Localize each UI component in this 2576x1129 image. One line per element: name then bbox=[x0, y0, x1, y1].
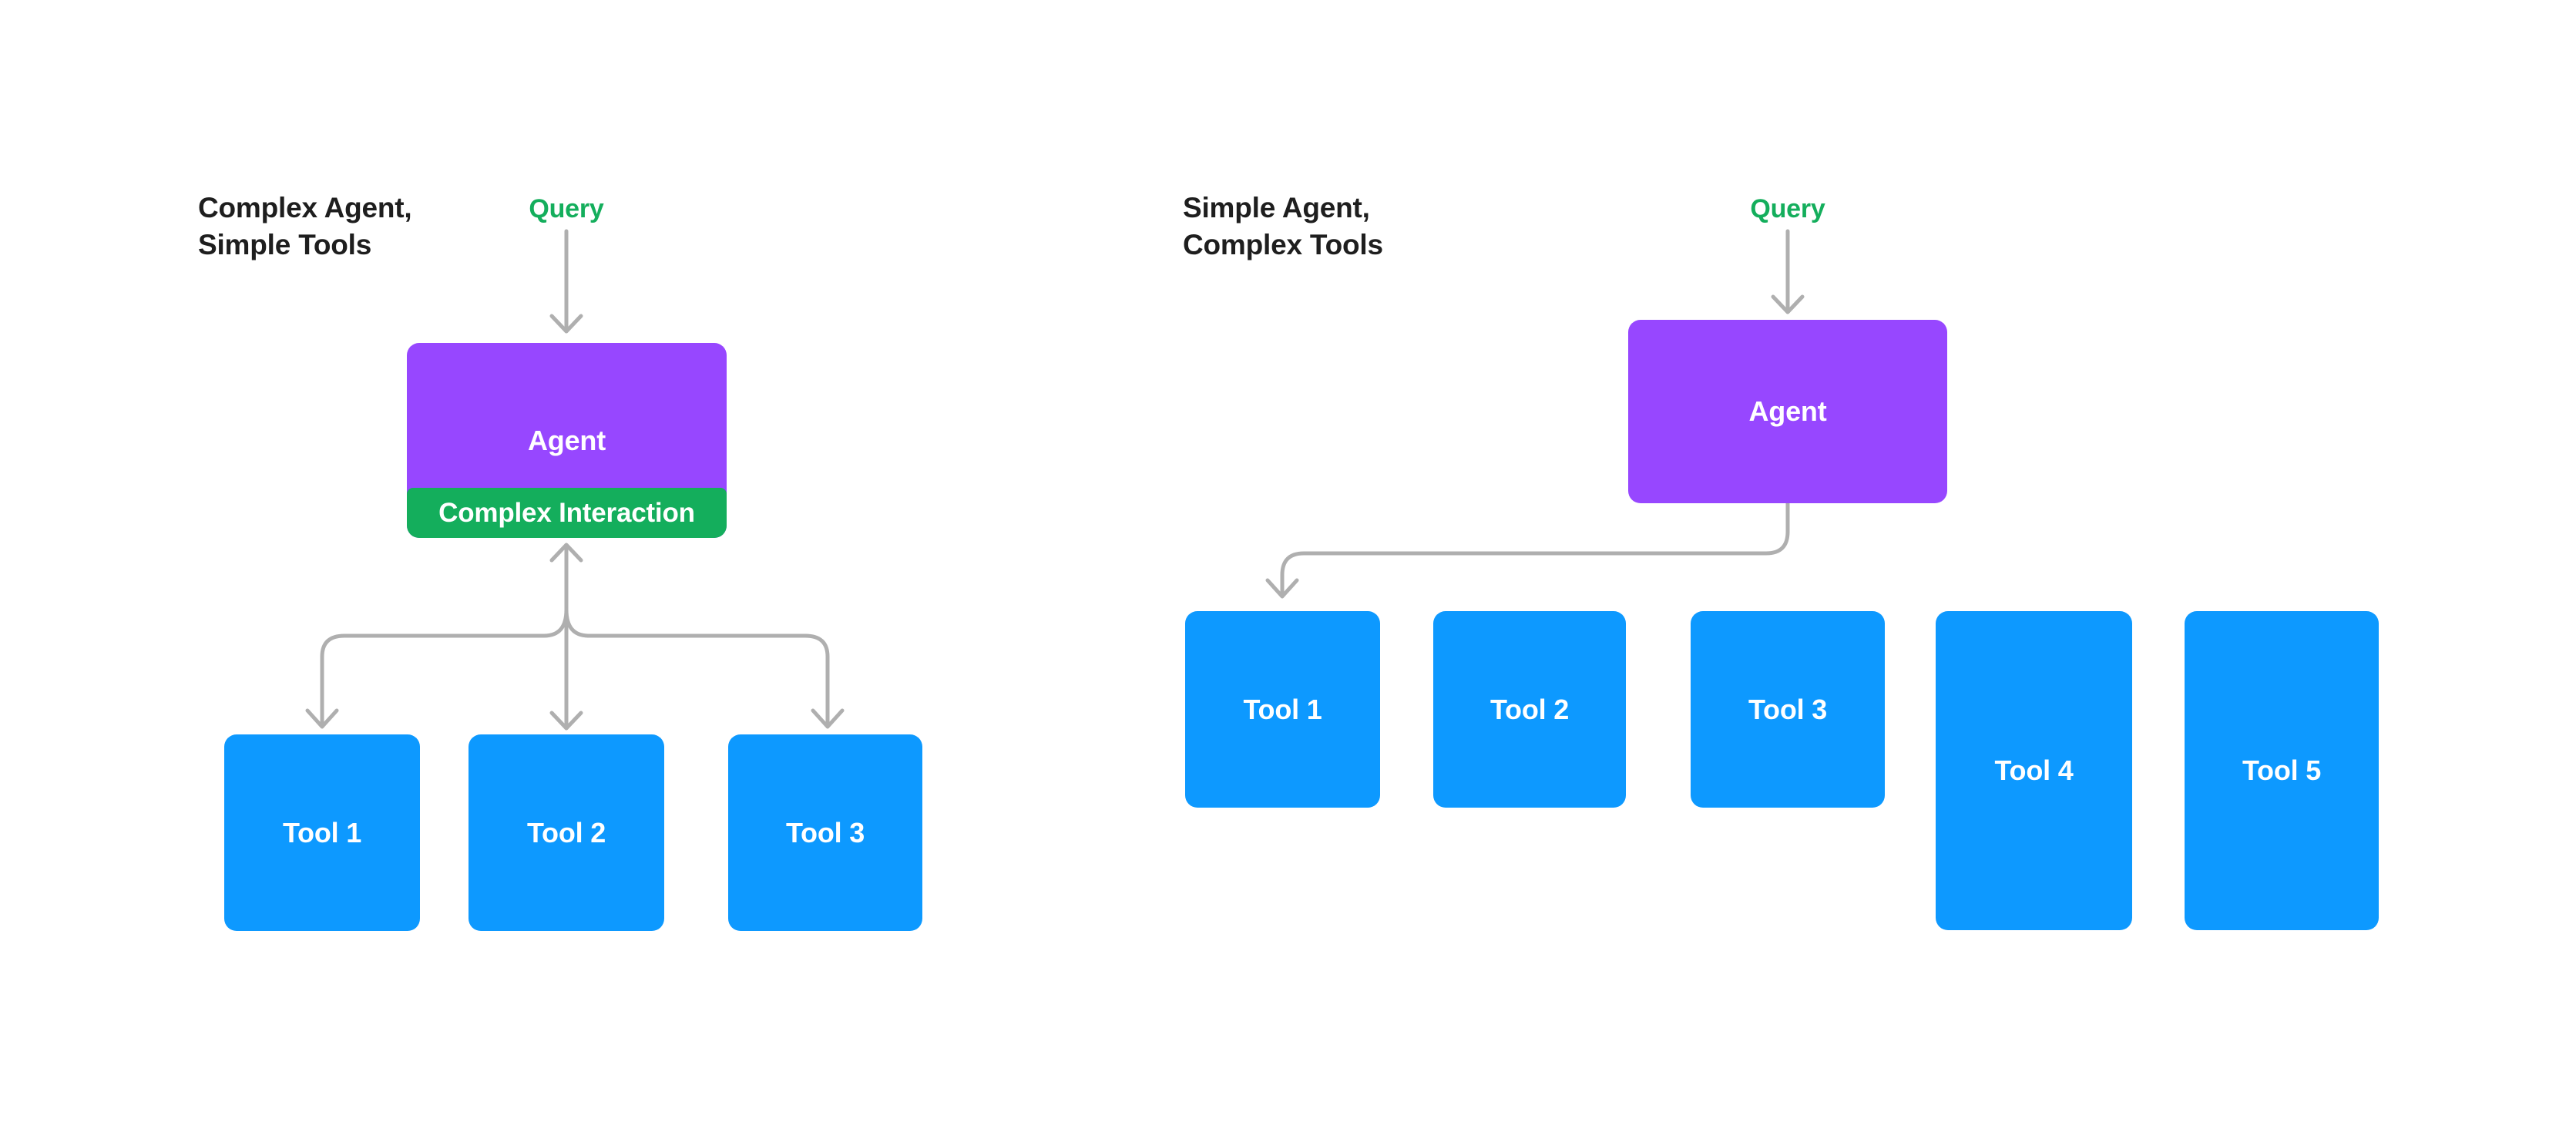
right-agent-card: Agent bbox=[1628, 320, 1947, 503]
right-panel-title: Simple Agent, Complex Tools bbox=[1183, 190, 1383, 264]
right-query-label: Query bbox=[1750, 194, 1825, 223]
complex-interaction-bar: Complex Interaction bbox=[407, 488, 727, 538]
right-tool-card-3: Tool 3 bbox=[1691, 611, 1885, 808]
left-agent-card: Agent Complex Interaction bbox=[407, 343, 727, 538]
left-tool-card-2: Tool 2 bbox=[469, 734, 664, 931]
tool-label: Tool 3 bbox=[1748, 693, 1828, 725]
left-panel-title-line1: Complex Agent, bbox=[198, 192, 412, 223]
left-branch-to-tool3-arrow bbox=[564, 607, 845, 729]
left-tool-card-1: Tool 1 bbox=[224, 734, 420, 931]
agent-label: Agent bbox=[528, 424, 606, 456]
left-tool-card-3: Tool 3 bbox=[728, 734, 922, 931]
right-panel-title-line2: Complex Tools bbox=[1183, 229, 1383, 260]
complex-interaction-label: Complex Interaction bbox=[438, 497, 695, 528]
tool-label: Tool 2 bbox=[526, 816, 606, 848]
right-query-to-agent-arrow bbox=[1771, 229, 1805, 314]
right-tool-card-5: Tool 5 bbox=[2185, 611, 2379, 930]
agent-label: Agent bbox=[1748, 395, 1827, 427]
right-tool-card-2: Tool 2 bbox=[1433, 611, 1626, 808]
tool-label: Tool 1 bbox=[1243, 693, 1322, 725]
left-query-label: Query bbox=[529, 194, 604, 223]
left-agent-tools-trunk-arrow bbox=[549, 543, 583, 731]
tool-label: Tool 5 bbox=[2242, 754, 2322, 786]
right-tool-card-4: Tool 4 bbox=[1936, 611, 2132, 930]
left-panel-title: Complex Agent, Simple Tools bbox=[198, 190, 412, 264]
tool-label: Tool 4 bbox=[1994, 754, 2074, 786]
tool-label: Tool 3 bbox=[785, 816, 865, 848]
left-agent-label-layer: Agent bbox=[407, 343, 727, 538]
right-tool-card-1: Tool 1 bbox=[1185, 611, 1380, 808]
left-branch-to-tool1-arrow bbox=[305, 607, 569, 729]
left-query-to-agent-arrow bbox=[549, 229, 583, 334]
right-agent-to-tool1-arrow bbox=[1265, 501, 1790, 599]
tool-label: Tool 1 bbox=[282, 816, 362, 848]
right-panel-title-line1: Simple Agent, bbox=[1183, 192, 1370, 223]
left-panel-title-line2: Simple Tools bbox=[198, 229, 372, 260]
tool-label: Tool 2 bbox=[1490, 693, 1570, 725]
